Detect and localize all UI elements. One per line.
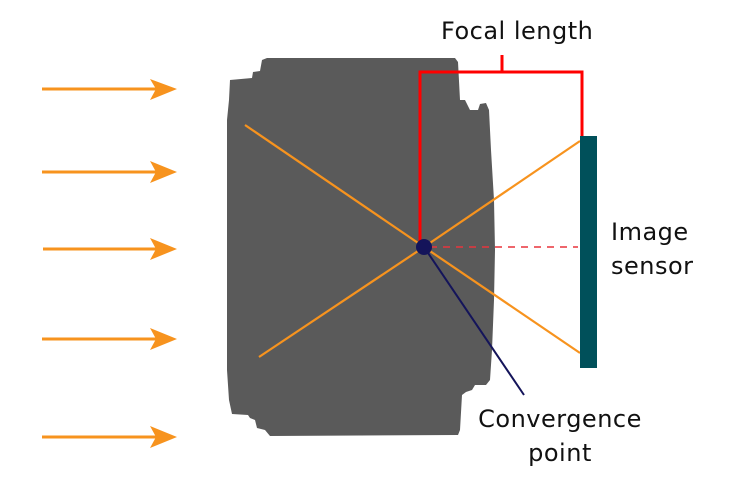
- convergence-point-label: Convergence point: [460, 402, 660, 470]
- light-ray-arrow-icon: [42, 161, 177, 183]
- incoming-light-rays: [42, 79, 177, 448]
- refracted-rays: [244, 124, 581, 358]
- image-sensor-label: Image sensor: [611, 215, 694, 283]
- convergence-label-line1: Convergence: [478, 405, 642, 433]
- light-ray-arrow-icon: [42, 426, 177, 448]
- focal-length-bracket: [418, 55, 584, 247]
- light-ray-arrow-icon: [42, 328, 177, 350]
- image-sensor: [580, 136, 597, 368]
- convergence-label-line2: point: [528, 439, 592, 467]
- focal-length-label: Focal length: [441, 17, 594, 45]
- image-sensor-label-line2: sensor: [611, 252, 694, 280]
- convergence-pointer-line: [423, 246, 525, 396]
- light-ray-arrow-icon: [43, 238, 177, 260]
- light-ray-arrow-icon: [42, 79, 177, 100]
- convergence-point-dot: [416, 239, 432, 255]
- image-sensor-label-line1: Image: [611, 218, 689, 246]
- lens-body: [227, 58, 495, 436]
